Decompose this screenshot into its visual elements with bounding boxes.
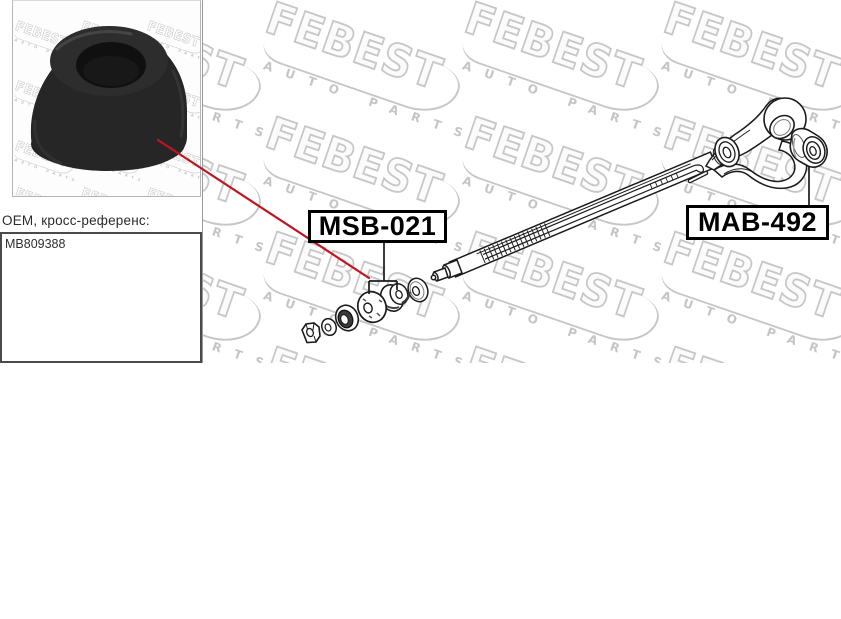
watermark-brand-text: FEBEST xyxy=(657,0,841,101)
watermark-tagline-text: AUTO PARTS xyxy=(659,288,841,363)
watermark-brand-text: FEBEST xyxy=(458,336,706,363)
watermark-swoosh xyxy=(259,238,466,353)
watermark-swoosh xyxy=(458,353,665,363)
watermark-tagline-text: AUTO PARTS xyxy=(460,288,677,363)
febest-watermark: FEBEST AUTO PARTS xyxy=(657,0,841,145)
watermark-swoosh xyxy=(458,238,665,353)
watermark-swoosh xyxy=(657,238,841,353)
watermark-brand-text: FEBEST xyxy=(259,336,507,363)
catalog-content: FEBEST AUTO PARTS FEBEST AUTO PARTS FEBE… xyxy=(0,0,841,363)
febest-watermark: FEBEST AUTO PARTS xyxy=(458,221,677,363)
watermark-brand-text: FEBEST xyxy=(458,221,649,331)
febest-watermark: FEBEST AUTO PARTS xyxy=(259,336,475,363)
left-panel: FEBEST AUTO PARTS FEBEST AUTO PARTS FEBE… xyxy=(0,0,203,363)
watermark-brand-text: FEBEST xyxy=(458,0,649,101)
watermark-swoosh xyxy=(259,353,466,363)
febest-watermark: FEBEST AUTO PARTS xyxy=(458,106,677,260)
callout-msb-021: MSB-021 xyxy=(308,210,447,243)
watermark-swoosh xyxy=(458,8,665,123)
febest-watermark: FEBEST AUTO PARTS xyxy=(259,106,478,260)
watermark-swoosh xyxy=(259,8,466,123)
febest-watermark: FEBEST AUTO PARTS xyxy=(259,0,478,145)
watermark-tagline-text: AUTO PARTS xyxy=(460,58,677,145)
febest-watermark: FEBEST AUTO PARTS xyxy=(657,336,841,363)
watermark-brand-text: FEBEST xyxy=(657,336,841,363)
febest-watermark: FEBEST AUTO PARTS xyxy=(458,0,677,145)
watermark-tagline-text: AUTO PARTS xyxy=(659,58,841,145)
oem-cross-reference-label: OEM, кросс-референс: xyxy=(2,213,150,228)
product-photo: FEBEST AUTO PARTS FEBEST AUTO PARTS FEBE… xyxy=(12,0,201,197)
febest-watermark: FEBEST AUTO PARTS xyxy=(657,221,841,363)
watermark-swoosh xyxy=(458,123,665,238)
oem-numbers-box: MB809388 xyxy=(0,232,202,363)
callout-mab-492: MAB-492 xyxy=(686,205,829,240)
watermark-brand-text: FEBEST xyxy=(458,106,649,216)
watermark-swoosh xyxy=(657,8,841,123)
watermark-tagline-text: AUTO PARTS xyxy=(261,58,478,145)
watermark-swoosh xyxy=(657,353,841,363)
watermark-brand-text: FEBEST xyxy=(259,221,450,331)
rubber-bushing-photo xyxy=(30,26,187,171)
oem-part-number: MB809388 xyxy=(5,237,66,251)
watermark-tagline-text: AUTO PARTS xyxy=(261,288,478,363)
febest-watermark: FEBEST AUTO PARTS xyxy=(458,336,674,363)
watermark-brand-text: FEBEST xyxy=(259,0,450,101)
watermark-brand-text: FEBEST xyxy=(657,221,841,331)
watermark-tagline-text: AUTO PARTS xyxy=(460,173,677,260)
